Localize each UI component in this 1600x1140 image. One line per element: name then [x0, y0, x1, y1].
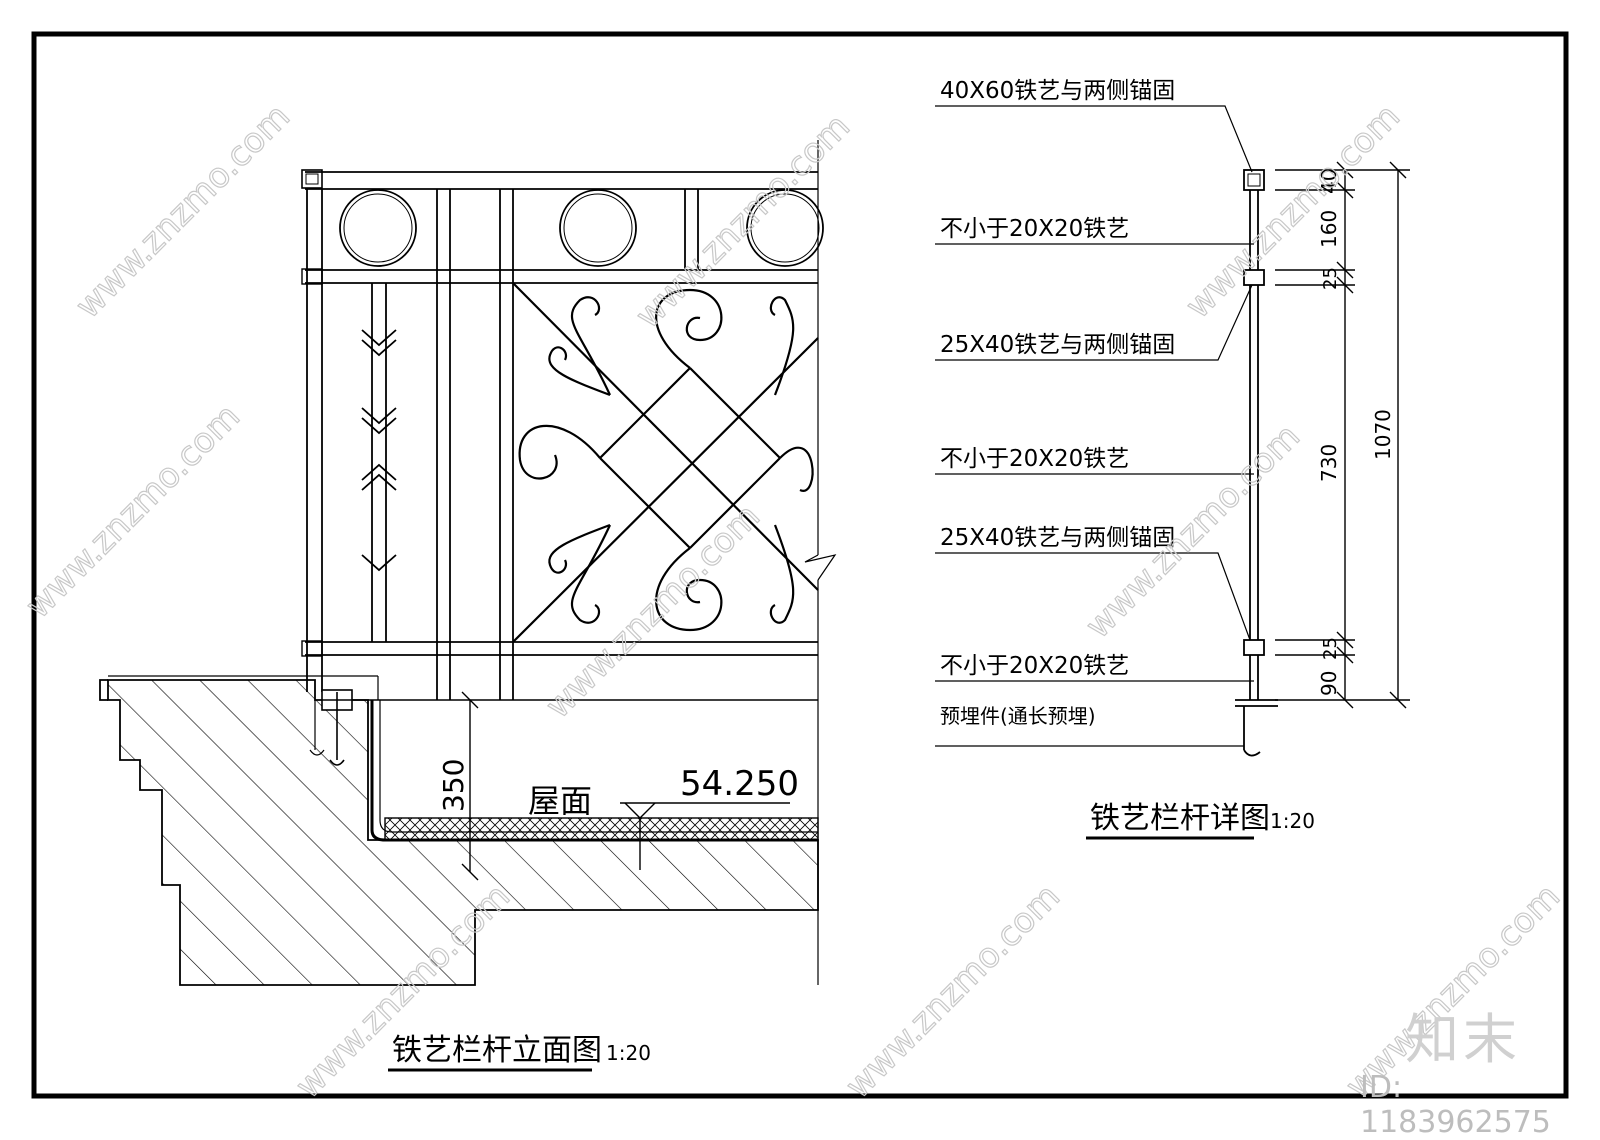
- elevation-marker: [620, 802, 790, 870]
- railing-detail-post: [1235, 169, 1278, 757]
- svg-text:www.znzmo.com: www.znzmo.com: [628, 106, 858, 336]
- dimension-chain: [1275, 161, 1410, 709]
- dim-40: 40: [1317, 169, 1341, 194]
- dimension-350-text: 350: [437, 759, 470, 812]
- dim-160: 160: [1317, 210, 1341, 248]
- svg-text:www.znzmo.com: www.znzmo.com: [68, 96, 298, 326]
- watermark-id: ID: 1183962575: [1360, 1070, 1551, 1140]
- callout-bar-2: 不小于20X20铁艺: [940, 446, 1129, 472]
- dim-730: 730: [1317, 444, 1341, 482]
- watermark-brand: 知末: [1405, 1008, 1521, 1071]
- callout-bottom-rail: 25X40铁艺与两侧锚固: [940, 525, 1175, 551]
- dim-1070: 1070: [1371, 409, 1395, 460]
- callout-bar-1: 不小于20X20铁艺: [940, 216, 1129, 242]
- svg-text:www.znzmo.com: www.znzmo.com: [838, 876, 1068, 1106]
- dim-25-bottom: 25: [1320, 637, 1341, 660]
- callout-bar-3: 不小于20X20铁艺: [940, 653, 1129, 679]
- roof-label: 屋面: [528, 782, 592, 820]
- callout-top-rail: 40X60铁艺与两侧锚固: [940, 78, 1175, 104]
- elevation-title: 铁艺栏杆立面图: [392, 1033, 602, 1068]
- parapet-section: [99, 675, 819, 986]
- callout-embed: 预埋件(通长预埋): [940, 704, 1096, 728]
- detail-scale: 1:20: [1270, 809, 1315, 833]
- callout-mid-rail: 25X40铁艺与两侧锚固: [940, 332, 1175, 358]
- svg-text:www.znzmo.com: www.znzmo.com: [18, 396, 248, 626]
- svg-text:www.znzmo.com: www.znzmo.com: [1178, 96, 1408, 326]
- elevation-value: 54.250: [680, 764, 799, 804]
- callout-leaders: [935, 105, 1254, 747]
- dim-90: 90: [1317, 671, 1341, 696]
- drawing-frame: [31, 31, 1569, 1099]
- dim-25-top: 25: [1320, 267, 1341, 290]
- detail-title: 铁艺栏杆详图: [1090, 801, 1270, 836]
- railing-elevation: [301, 140, 837, 985]
- dimension-350: [461, 691, 479, 881]
- elevation-scale: 1:20: [606, 1041, 651, 1065]
